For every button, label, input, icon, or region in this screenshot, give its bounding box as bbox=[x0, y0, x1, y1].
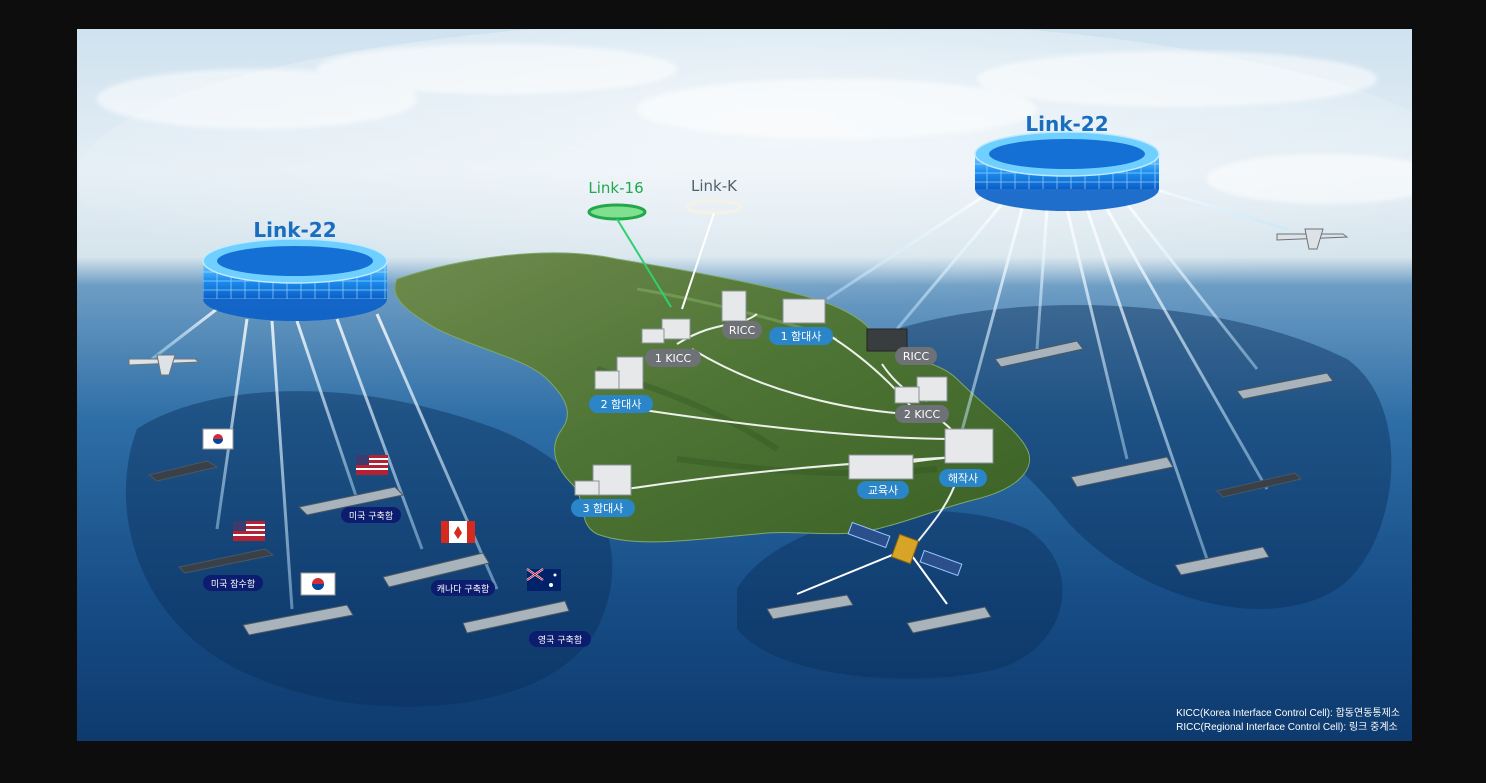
linkk-title: Link-K bbox=[691, 177, 738, 195]
building-edu bbox=[848, 454, 914, 480]
south-fleet-zone bbox=[737, 511, 1063, 679]
svg-text:1 함대사: 1 함대사 bbox=[781, 330, 822, 343]
flag-canada-icon bbox=[441, 521, 475, 543]
building-ops bbox=[944, 428, 994, 464]
building-kicc2 bbox=[894, 376, 948, 404]
right-fleet-zone bbox=[897, 305, 1392, 610]
svg-text:교육사: 교육사 bbox=[868, 484, 898, 497]
svg-text:RICC: RICC bbox=[729, 324, 756, 337]
left-link22-beams bbox=[151, 307, 499, 610]
korean-destroyer bbox=[242, 604, 354, 636]
korean-submarine bbox=[147, 460, 219, 482]
label-fleet2: 2 함대사 bbox=[589, 395, 653, 413]
label-fleet1: 1 함대사 bbox=[769, 327, 833, 345]
canada-destroyer bbox=[382, 552, 490, 588]
label-kicc2: 2 KICC bbox=[895, 405, 949, 423]
legend-kicc: KICC(Korea Interface Control Cell): 합동연동… bbox=[1176, 708, 1400, 719]
abbreviation-legend: KICC(Korea Interface Control Cell): 합동연동… bbox=[1176, 707, 1400, 735]
flag-usa-icon-2 bbox=[356, 455, 388, 475]
label-ricc-west: RICC bbox=[722, 321, 762, 339]
label-us-submarine: 미국 잠수함 bbox=[203, 575, 263, 591]
svg-text:3 함대사: 3 함대사 bbox=[583, 502, 624, 515]
label-fleet3: 3 함대사 bbox=[571, 499, 635, 517]
label-ops: 해작사 bbox=[939, 469, 987, 487]
svg-text:2 KICC: 2 KICC bbox=[904, 408, 941, 421]
ships-left bbox=[147, 460, 570, 636]
flag-korea-icon-2 bbox=[300, 572, 336, 596]
svg-text:미국 잠수함: 미국 잠수함 bbox=[211, 579, 255, 590]
right-link22-beams bbox=[826, 185, 1288, 560]
svg-text:1 KICC: 1 KICC bbox=[655, 352, 692, 365]
us-destroyer bbox=[297, 486, 405, 516]
left-link22-ring bbox=[202, 238, 388, 321]
left-link22-title: Link-22 bbox=[253, 218, 336, 242]
label-edu: 교육사 bbox=[857, 481, 909, 499]
flag-korea-icon-1 bbox=[202, 428, 234, 450]
flag-usa-icon-1 bbox=[233, 521, 265, 541]
svg-text:RICC: RICC bbox=[903, 350, 930, 363]
label-kicc1: 1 KICC bbox=[645, 349, 701, 367]
right-link22-title: Link-22 bbox=[1025, 112, 1108, 136]
building-fleet1 bbox=[782, 298, 826, 324]
label-ricc-east: RICC bbox=[895, 347, 937, 365]
building-kicc1 bbox=[641, 318, 691, 344]
label-uk-destroyer: 영국 구축함 bbox=[529, 631, 591, 647]
us-submarine bbox=[177, 548, 275, 574]
svg-text:2 함대사: 2 함대사 bbox=[601, 398, 642, 411]
link16-title: Link-16 bbox=[588, 179, 643, 197]
ships-right bbox=[994, 340, 1334, 576]
building-fleet2 bbox=[594, 356, 644, 390]
ships-south bbox=[766, 594, 992, 634]
label-canada-destroyer: 캐나다 구축함 bbox=[431, 580, 495, 596]
right-link22-ring bbox=[974, 131, 1160, 211]
patrol-aircraft-left bbox=[128, 354, 201, 376]
svg-text:해작사: 해작사 bbox=[948, 471, 978, 485]
flag-australia-icon bbox=[526, 568, 561, 591]
satellite bbox=[796, 521, 963, 605]
patrol-aircraft-right bbox=[1276, 228, 1349, 250]
building-fleet3 bbox=[574, 464, 632, 496]
label-us-destroyer: 미국 구축함 bbox=[341, 507, 401, 523]
svg-text:영국 구축함: 영국 구축함 bbox=[538, 635, 582, 646]
clouds bbox=[97, 44, 1412, 204]
building-ricc-east bbox=[866, 328, 908, 352]
svg-text:캐나다 구축함: 캐나다 구축함 bbox=[437, 584, 490, 595]
link-network-illustration: Link-22 Link-22 Link-16 Link-K 1 KICC RI… bbox=[77, 29, 1412, 741]
link16-ring bbox=[587, 203, 647, 221]
uk-destroyer bbox=[462, 600, 570, 634]
svg-text:미국 구축함: 미국 구축함 bbox=[349, 511, 393, 522]
building-ricc-west bbox=[721, 290, 747, 322]
legend-ricc: RICC(Regional Interface Control Cell): 링… bbox=[1176, 722, 1398, 733]
